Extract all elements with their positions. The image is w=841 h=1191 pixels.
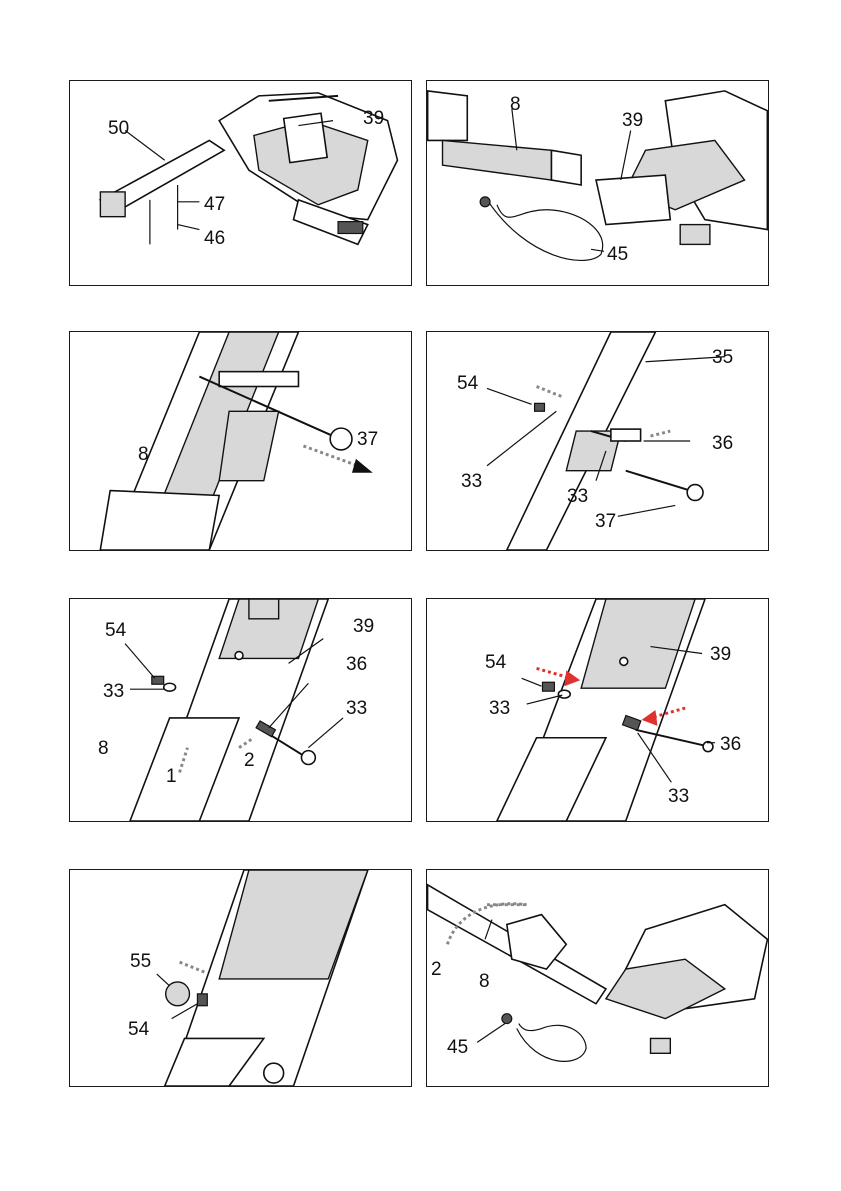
part-label: 54 (485, 653, 506, 672)
bolt-tightening-illustration (427, 599, 768, 821)
assembly-step-4: 35 54 36 33 33 37 (426, 331, 769, 551)
part-label: 39 (622, 111, 643, 130)
part-label: 45 (447, 1038, 468, 1057)
part-label: 55 (130, 952, 151, 971)
part-label: 37 (357, 430, 378, 449)
assembly-step-6: 54 39 33 36 33 (426, 598, 769, 822)
part-label: 39 (710, 645, 731, 664)
part-label: 47 (204, 195, 225, 214)
rowing-machine-rail-illustration (70, 81, 411, 285)
part-label: 37 (595, 512, 616, 531)
part-label: 39 (353, 617, 374, 636)
part-label: 33 (668, 787, 689, 806)
assembly-step-2: 8 39 45 (426, 80, 769, 286)
part-label: 1 (166, 767, 177, 786)
part-label: 33 (567, 487, 588, 506)
part-label: 2 (244, 751, 255, 770)
part-label: 36 (720, 735, 741, 754)
part-label: 39 (363, 109, 384, 128)
end-cap-illustration (70, 870, 411, 1086)
part-label: 2 (431, 960, 442, 979)
part-label: 8 (510, 95, 521, 114)
part-label: 33 (461, 472, 482, 491)
assembly-step-3: 37 8 (69, 331, 412, 551)
part-label: 36 (712, 434, 733, 453)
assembly-step-8: 2 8 45 (426, 869, 769, 1087)
assembly-step-5: 54 39 36 33 33 8 1 2 (69, 598, 412, 822)
part-label: 50 (108, 119, 129, 138)
part-label: 46 (204, 229, 225, 248)
part-label: 36 (346, 655, 367, 674)
part-label: 33 (103, 682, 124, 701)
part-label: 54 (105, 621, 126, 640)
part-label: 35 (712, 348, 733, 367)
part-label: 54 (128, 1020, 149, 1039)
part-label: 8 (98, 739, 109, 758)
part-label: 8 (479, 972, 490, 991)
assembly-step-1: 50 39 47 46 (69, 80, 412, 286)
part-label: 33 (346, 699, 367, 718)
part-label: 8 (138, 445, 149, 464)
part-label: 54 (457, 374, 478, 393)
part-label: 45 (607, 245, 628, 264)
assembly-step-7: 55 54 (69, 869, 412, 1087)
part-label: 33 (489, 699, 510, 718)
rail-connection-illustration (427, 81, 768, 285)
